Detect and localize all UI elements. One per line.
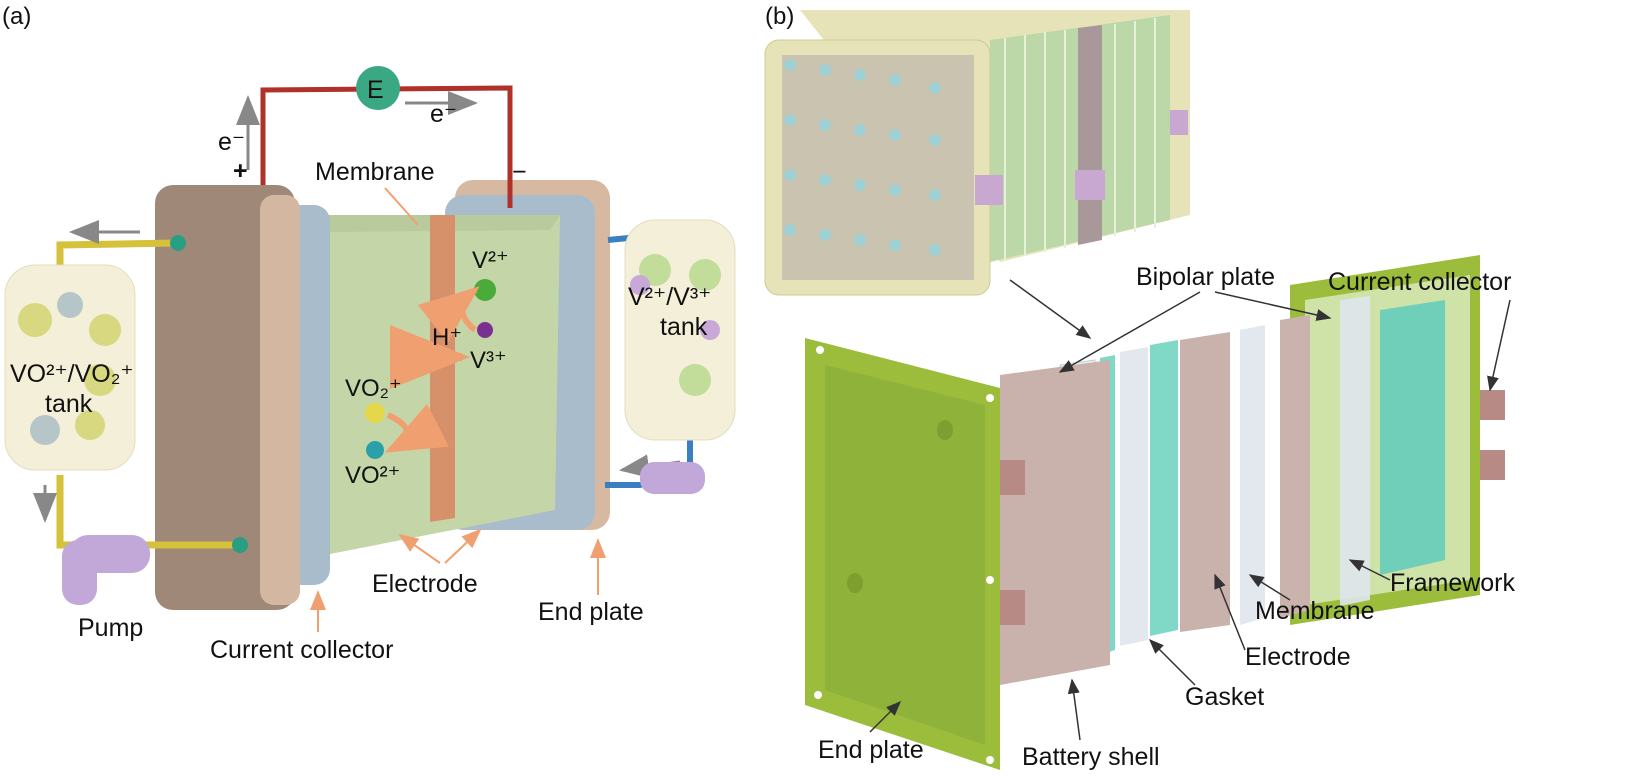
positive-terminal-label: + — [233, 157, 248, 185]
b-electrode-label: Electrode — [1245, 643, 1351, 671]
right-tank: V²⁺/V³⁺ tank — [624, 219, 736, 441]
panel-a-label: (a) — [2, 3, 31, 30]
ion-v3-label: V³⁺ — [470, 347, 507, 374]
membrane-strip — [430, 215, 455, 522]
right-pump-icon — [640, 462, 705, 494]
panel-a: (a) E e⁻ e⁻ − + — [2, 3, 736, 664]
power-source-icon — [356, 66, 400, 110]
electron-label-left: e⁻ — [218, 128, 245, 156]
current-collector-label: Current collector — [210, 636, 393, 664]
left-tank-label-1: VO²⁺/VO₂⁺ — [10, 360, 134, 388]
negative-terminal-label: − — [512, 158, 527, 186]
bipolar-plate-front — [1000, 360, 1110, 685]
vo2plus-ion — [365, 403, 385, 423]
left-tank: VO²⁺/VO₂⁺ tank — [4, 264, 136, 471]
left-pump-icon — [62, 535, 150, 605]
exploded-stack — [805, 255, 1505, 770]
v3-ion — [477, 322, 493, 338]
pump-label: Pump — [78, 614, 143, 642]
v2-ion — [474, 279, 496, 301]
b-bipolar-plate-label: Bipolar plate — [1136, 263, 1275, 291]
ion-v2-label: V²⁺ — [472, 247, 509, 274]
membrane-label: Membrane — [315, 158, 435, 186]
b-framework-label: Framework — [1390, 569, 1516, 597]
end-plate-label: End plate — [538, 598, 644, 626]
panel-b-label: (b) — [765, 3, 794, 30]
b-membrane-label: Membrane — [1255, 597, 1375, 625]
assembled-stack — [764, 10, 1190, 339]
b-current-collector-label: Current collector — [1328, 268, 1511, 296]
ion-h-label: H⁺ — [432, 324, 462, 351]
b-end-plate-label: End plate — [818, 736, 924, 764]
left-tank-label-2: tank — [45, 390, 93, 418]
b-battery-shell-label: Battery shell — [1022, 743, 1160, 771]
electrode-label: Electrode — [372, 570, 478, 598]
ion-vo2plus-label: VO₂⁺ — [345, 375, 402, 402]
right-tank-label-1: V²⁺/V³⁺ — [628, 283, 711, 311]
panel-b: (b) — [764, 3, 1516, 771]
h-ion — [399, 350, 413, 364]
right-tank-label-2: tank — [660, 313, 708, 341]
ion-vo2p-label: VO²⁺ — [345, 462, 400, 489]
electron-label-right: e⁻ — [430, 100, 457, 128]
power-source-label: E — [367, 76, 384, 104]
vo2p-ion — [366, 441, 384, 459]
b-gasket-label: Gasket — [1185, 683, 1264, 711]
